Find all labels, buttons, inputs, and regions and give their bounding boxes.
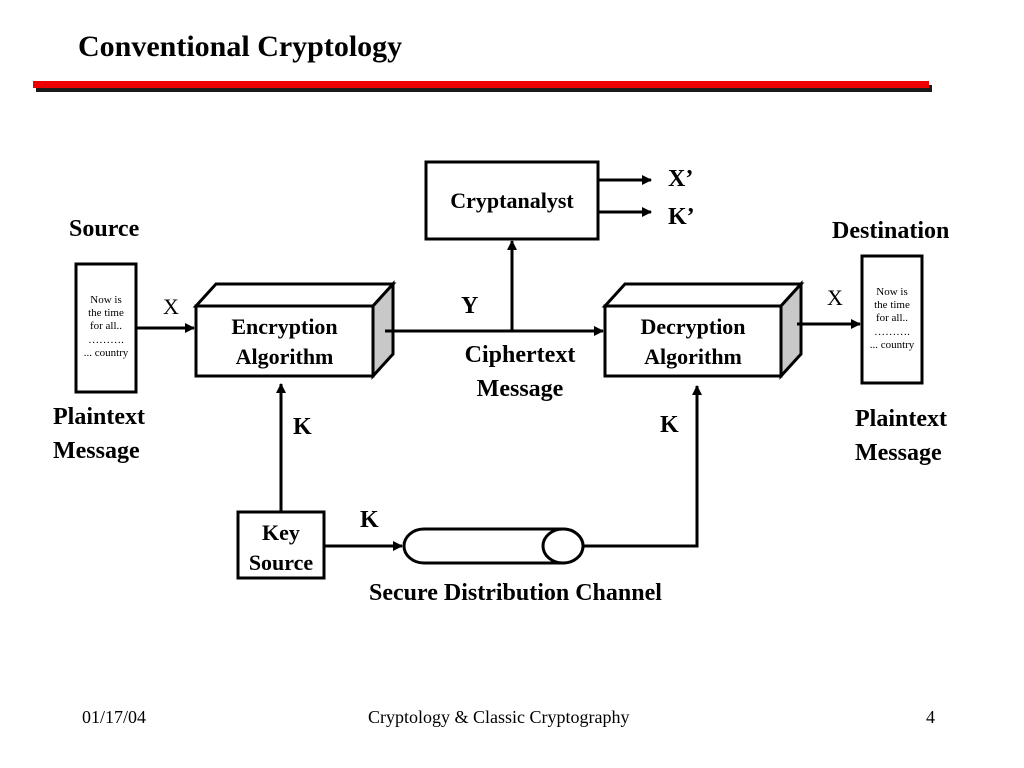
source-doc-line: ... country: [83, 346, 129, 359]
destination-doc-line: for all..: [875, 312, 909, 325]
symbol-x-out: X: [827, 285, 843, 310]
symbol-k-channel: K: [360, 507, 379, 533]
slide-title: Conventional Cryptology: [78, 30, 403, 63]
destination-doc-line: the time: [874, 299, 910, 312]
ciphertext-symbol-y: Y: [461, 293, 479, 319]
title-rule: [33, 81, 929, 88]
footer-page-number: 4: [926, 707, 935, 727]
source-document: [74, 262, 138, 394]
cryptanalyst-box: [424, 160, 600, 241]
destination-document-text: Now is the time for all.. ………. ... count…: [864, 286, 920, 352]
cryptanalyst-output-x: X’: [668, 166, 694, 192]
symbol-k-decrypt: K: [660, 412, 679, 438]
encryption-box: [192, 280, 397, 380]
symbol-k-encrypt: K: [293, 414, 312, 440]
destination-caption-plaintext: Plaintext: [855, 406, 947, 432]
symbol-x-in: X: [163, 294, 179, 319]
footer-course: Cryptology & Classic Cryptography: [368, 707, 630, 727]
key-source-label-line1: Key: [262, 520, 300, 545]
decryption-label-line1: Decryption: [640, 314, 746, 339]
title-rule-shadow: [36, 85, 932, 92]
destination-caption-message: Message: [855, 440, 942, 466]
ciphertext-label-line1: Ciphertext: [464, 342, 576, 368]
decryption-box: [601, 280, 805, 380]
destination-doc-line: ... country: [869, 338, 915, 351]
encryption-label-line2: Algorithm: [235, 344, 334, 369]
source-label: Source: [69, 216, 140, 242]
source-document-text: Now is the time for all.. ………. ... count…: [78, 294, 134, 360]
destination-doc-line: Now is: [876, 286, 908, 298]
source-doc-line: ……….: [88, 333, 124, 346]
ciphertext-label-line2: Message: [476, 376, 564, 402]
destination-doc-line: ……….: [874, 325, 910, 338]
source-doc-line: for all..: [89, 320, 123, 333]
key-source-label-line2: Source: [248, 550, 314, 575]
destination-label: Destination: [832, 218, 950, 244]
cryptanalyst-output-k: K’: [668, 204, 695, 230]
channel-label: Secure Distribution Channel: [369, 580, 662, 606]
decryption-label-line2: Algorithm: [644, 344, 742, 369]
footer-date: 01/17/04: [82, 707, 147, 727]
source-doc-line: Now is: [90, 294, 122, 306]
cryptanalyst-label: Cryptanalyst: [450, 188, 574, 213]
encryption-label-line1: Encryption: [231, 314, 338, 339]
secure-channel-cylinder: [402, 527, 585, 565]
source-doc-line: the time: [88, 307, 124, 320]
arrow-channel-to-decryption: [583, 385, 702, 548]
key-source-box: [236, 510, 326, 580]
source-caption-plaintext: Plaintext: [53, 404, 145, 430]
source-caption-message: Message: [53, 438, 140, 464]
destination-document: [860, 254, 924, 385]
